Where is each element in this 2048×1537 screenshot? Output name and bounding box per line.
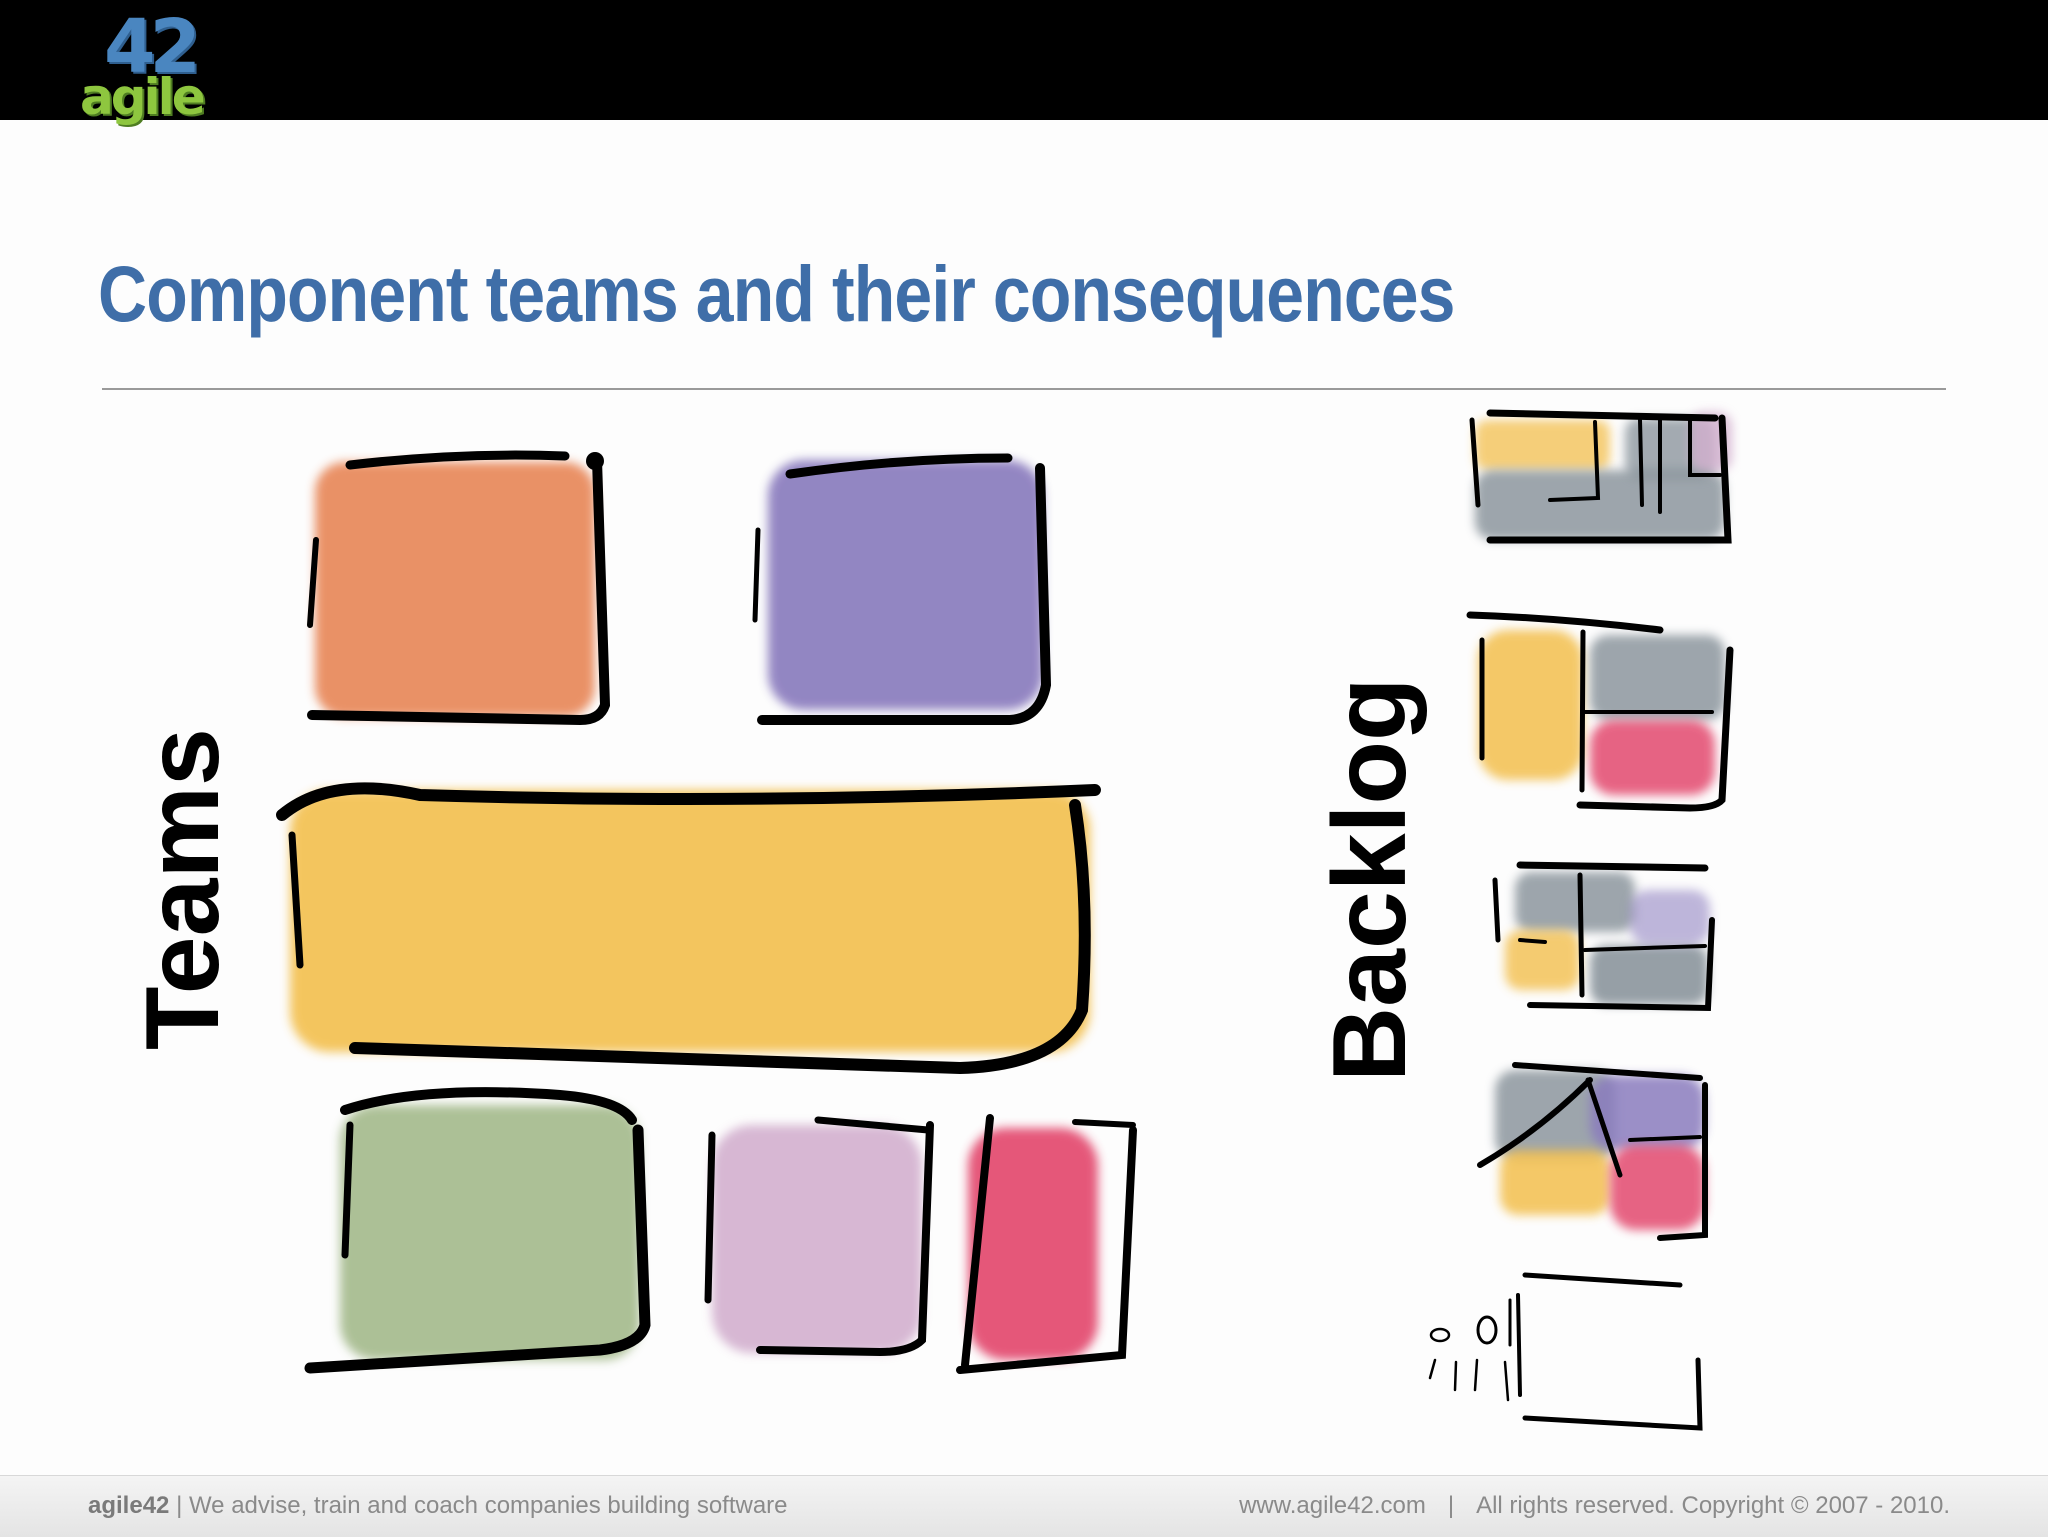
team-pink [704, 1116, 934, 1357]
footer-brand: agile42 [88, 1492, 170, 1519]
top-bar [0, 0, 2048, 120]
teams-label: Teams [125, 728, 241, 1050]
footer-info: www.agile42.com | All rights reserved. Cop… [1239, 1492, 1950, 1520]
title-divider [102, 388, 1946, 390]
backlog-item [1477, 1062, 1708, 1241]
ellipsis-scribble [1428, 1298, 1512, 1402]
backlog-item [1469, 409, 1732, 544]
slide-title: Component teams and their consequences [98, 249, 1455, 338]
footer: agile42 | We advise, train and coach com… [0, 1475, 2048, 1537]
backlog-label: Backlog [1312, 677, 1428, 1082]
footer-url[interactable]: www.agile42.com [1239, 1492, 1426, 1519]
team-orange [307, 450, 611, 726]
logo-number: 42 [104, 4, 201, 90]
footer-copyright: All rights reserved. Copyright © 2007 - … [1476, 1492, 1950, 1519]
footer-tagline: agile42 | We advise, train and coach com… [88, 1492, 788, 1520]
backlog-item [1492, 861, 1715, 1012]
backlog-item-empty [1516, 1272, 1703, 1431]
team-purple [752, 453, 1052, 725]
footer-tagline-text: | We advise, train and coach companies b… [176, 1492, 788, 1519]
backlog-item [1466, 611, 1734, 812]
logo-word: agile [80, 68, 206, 126]
team-green [304, 1087, 651, 1374]
team-red [956, 1114, 1137, 1374]
team-yellow [276, 782, 1101, 1075]
footer-separator: | [1447, 1492, 1455, 1519]
agile42-logo: 42 agile [78, 4, 218, 140]
component-teams-diagram: Teams Bac [125, 409, 1734, 1431]
